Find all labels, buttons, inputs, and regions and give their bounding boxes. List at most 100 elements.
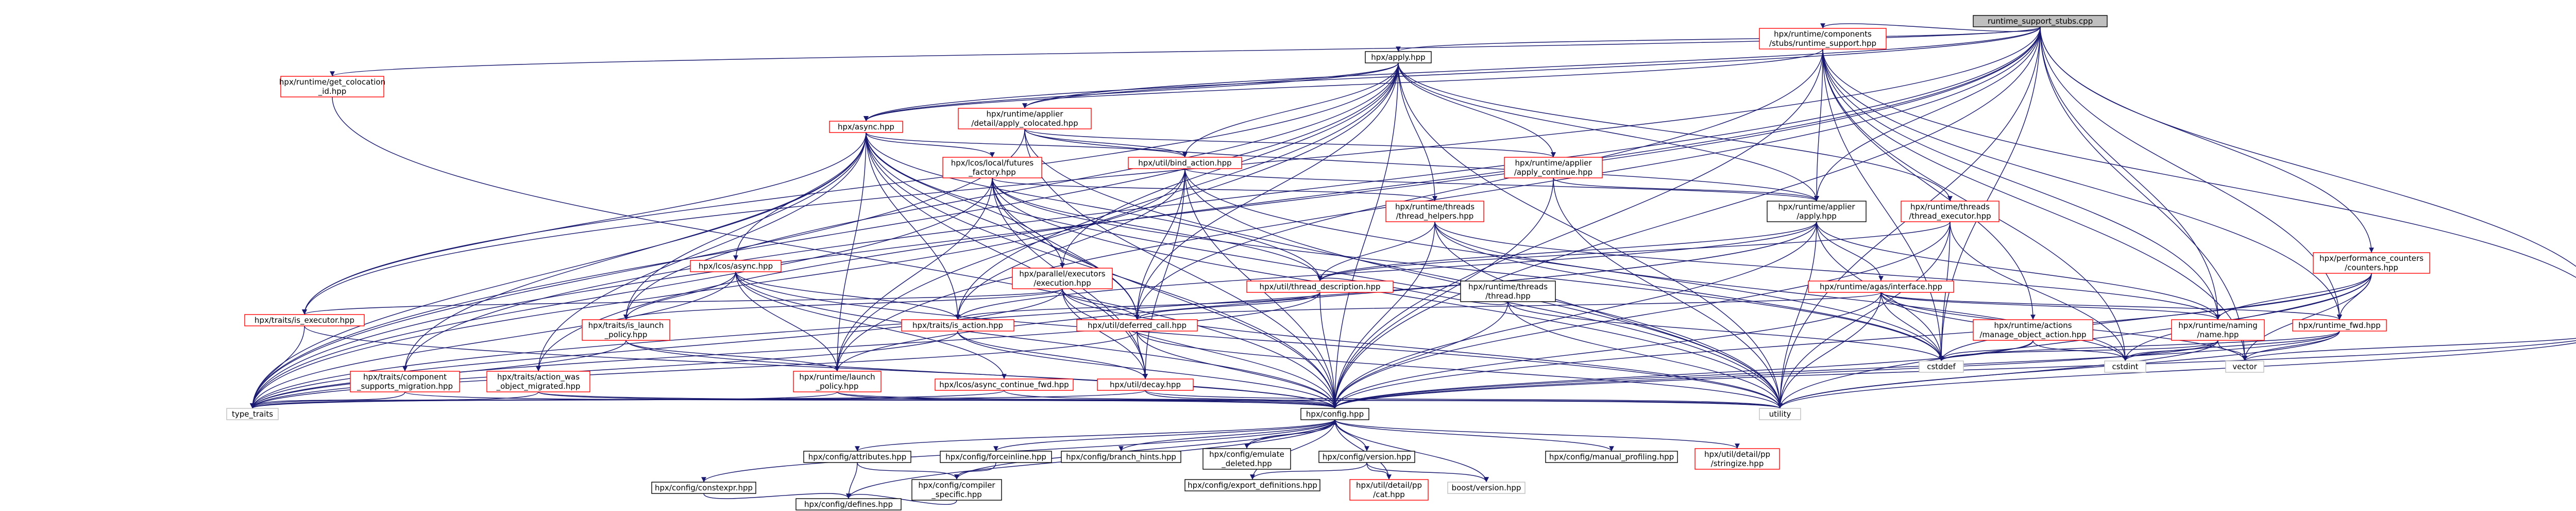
node-lcos-futures-factory[interactable]: hpx/lcos/local/futures_factory.hpp: [942, 157, 1042, 178]
edge-root-to-components-runtime-support: [1820, 23, 2041, 32]
edge-components-runtime-support-to-config: [1332, 48, 1823, 409]
node-performance-counters[interactable]: hpx/performance_counters/counters.hpp: [2313, 252, 2430, 274]
node-async-continue-fwd[interactable]: hpx/lcos/async_continue_fwd.hpp: [935, 378, 1074, 391]
edge-components-runtime-support-to-util-ini: [1822, 48, 2576, 278]
node-manage-object-action[interactable]: hpx/runtime/actions/manage_object_action…: [1973, 319, 2093, 341]
edge-runtime-launch-policy-to-config: [837, 391, 1337, 409]
edge-config-to-config-manual-profiling: [1334, 419, 1614, 452]
node-pp-stringize[interactable]: hpx/util/detail/pp/stringize.hpp: [1694, 448, 1780, 470]
node-label: hpx/apply.hpp: [1371, 53, 1425, 62]
node-config-attributes[interactable]: hpx/config/attributes.hpp: [803, 451, 911, 463]
edge-lcos-futures-factory-to-type-traits: [250, 177, 993, 409]
node-config-export-definitions[interactable]: hpx/config/export_definitions.hpp: [1184, 479, 1320, 491]
edge-thread-description-to-deferred-call: [1134, 292, 1320, 320]
edge-bind-action-to-deferred-call: [1134, 168, 1185, 320]
node-label: _object_migrated.hpp: [496, 382, 581, 391]
edge-config-to-config-branch-hints: [1118, 419, 1335, 452]
node-config-branch-hints[interactable]: hpx/config/branch_hints.hpp: [1061, 451, 1181, 463]
edge-thread-executor-to-thread-description: [1317, 221, 1951, 282]
node-config-emulate-deleted[interactable]: hpx/config/emulate_deleted.hpp: [1202, 448, 1291, 470]
node-label: _factory.hpp: [968, 168, 1016, 177]
node-pp-cat[interactable]: hpx/util/detail/pp/cat.hpp: [1349, 479, 1429, 501]
node-box: [1097, 378, 1194, 391]
edge-util-ini-to-config: [1332, 340, 2576, 409]
edge-components-runtime-support-to-runtime-fwd: [1822, 48, 2342, 320]
edge-config-to-pp-stringize: [1334, 419, 1740, 449]
node-is-executor[interactable]: hpx/traits/is_executor.hpp: [244, 314, 365, 326]
node-runtime-fwd[interactable]: hpx/runtime_fwd.hpp: [2292, 319, 2387, 332]
node-naming-name[interactable]: hpx/runtime/naming/name.hpp: [2171, 319, 2265, 341]
edge-config-to-config-attributes: [855, 419, 1335, 452]
node-lcos-async[interactable]: hpx/lcos/async.hpp: [690, 260, 782, 272]
node-label: hpx/runtime/applier: [1778, 202, 1855, 211]
node-label: utility: [1769, 409, 1791, 419]
node-config[interactable]: hpx/config.hpp: [1300, 408, 1369, 420]
node-is-action[interactable]: hpx/traits/is_action.hpp: [901, 319, 1014, 332]
edge-runtime-fwd-to-config: [1332, 331, 2340, 409]
node-get-colocation[interactable]: hpx/runtime/get_colocation_id.hpp: [279, 76, 385, 97]
edge-lcos-futures-factory-to-runtime-launch-policy: [835, 177, 993, 372]
node-applier-apply[interactable]: hpx/runtime/applier/apply.hpp: [1767, 201, 1867, 222]
edge-parallel-execution-to-deferred-call: [1062, 288, 1140, 320]
node-thread-executor[interactable]: hpx/runtime/threads/thread_executor.hpp: [1901, 201, 1999, 222]
node-threads-thread[interactable]: hpx/runtime/threads/thread.hpp: [1460, 281, 1556, 302]
node-label: hpx/runtime/threads: [1395, 202, 1475, 211]
node-util-decay[interactable]: hpx/util/decay.hpp: [1097, 378, 1194, 391]
edge-performance-counters-to-vector: [2242, 273, 2372, 361]
edge-component-supports-migration-to-type-traits: [250, 391, 405, 409]
edge-lcos-futures-factory-to-deferred-call: [992, 177, 1140, 320]
node-config-defines[interactable]: hpx/config/defines.hpp: [795, 498, 902, 510]
node-apply-continue[interactable]: hpx/runtime/applier/apply_continue.hpp: [1504, 157, 1603, 178]
node-is-launch-policy[interactable]: hpx/traits/is_launch_policy.hpp: [582, 319, 670, 341]
node-agas-interface[interactable]: hpx/runtime/agas/interface.hpp: [1808, 281, 1954, 293]
node-components-runtime-support[interactable]: hpx/runtime/components/stubs/runtime_sup…: [1759, 28, 1887, 50]
node-label: hpx/traits/is_action.hpp: [912, 321, 1003, 331]
node-config-constexpr[interactable]: hpx/config/constexpr.hpp: [651, 482, 756, 494]
node-config-forceinline[interactable]: hpx/config/forceinline.hpp: [940, 451, 1052, 463]
node-config-compiler-specific[interactable]: hpx/config/compiler_specific.hpp: [911, 479, 1002, 501]
node-label: hpx/runtime/components: [1774, 29, 1872, 39]
node-label: hpx/util/deferred_call.hpp: [1088, 321, 1187, 331]
edge-root-to-config: [1332, 26, 2041, 409]
node-label: /apply_continue.hpp: [1514, 168, 1592, 177]
node-label: _policy.hpp: [816, 382, 859, 391]
node-box: [1808, 281, 1954, 293]
edge-apply-to-async: [863, 62, 1399, 122]
node-apply-colocated[interactable]: hpx/runtime/applier/detail/apply_colocat…: [958, 108, 1092, 129]
node-box: [1128, 157, 1242, 169]
edge-agas-interface-to-utility: [1777, 292, 1882, 409]
node-label: _policy.hpp: [604, 330, 648, 340]
edge-root-to-async: [863, 26, 2041, 122]
node-config-manual-profiling[interactable]: hpx/config/manual_profiling.hpp: [1545, 451, 1678, 463]
edge-thread-helpers-to-naming-name: [1434, 221, 2221, 320]
edge-lcos-async-to-utility: [735, 271, 1783, 409]
node-label: cstdint: [2112, 362, 2138, 371]
node-label: hpx/runtime_fwd.hpp: [2298, 321, 2381, 331]
edge-async-to-is-launch-policy: [623, 132, 867, 320]
node-bind-action[interactable]: hpx/util/bind_action.hpp: [1128, 157, 1242, 169]
node-thread-description[interactable]: hpx/util/thread_description.hpp: [1246, 281, 1394, 293]
edge-async-continue-fwd-to-config: [1004, 390, 1337, 409]
node-box: [1076, 319, 1198, 332]
node-apply[interactable]: hpx/apply.hpp: [1365, 51, 1432, 63]
node-config-version[interactable]: hpx/config/version.hpp: [1318, 451, 1415, 463]
node-deferred-call[interactable]: hpx/util/deferred_call.hpp: [1076, 319, 1198, 332]
edge-config-to-pp-cat: [1334, 419, 1392, 480]
node-box: [2171, 319, 2265, 341]
node-parallel-execution[interactable]: hpx/parallel/executors/execution.hpp: [1012, 268, 1113, 289]
edge-apply-colocated-to-apply-continue: [1024, 128, 1556, 158]
node-component-supports-migration[interactable]: hpx/traits/component_supports_migration.…: [350, 371, 460, 392]
edge-async-to-util-decay: [866, 132, 1148, 380]
node-thread-helpers[interactable]: hpx/runtime/threads/thread_helpers.hpp: [1385, 201, 1484, 222]
node-label: hpx/traits/is_executor.hpp: [255, 316, 354, 325]
edge-apply-to-utility: [1398, 62, 1783, 409]
node-async[interactable]: hpx/async.hpp: [829, 121, 903, 133]
node-action-was-object-migrated[interactable]: hpx/traits/action_was_object_migrated.hp…: [486, 371, 590, 392]
edge-thread-description-to-type-traits: [250, 292, 1320, 409]
edge-config-version-to-config-export-definitions: [1250, 462, 1367, 480]
node-cstddef: cstddef: [1919, 360, 1964, 373]
node-box: [1318, 451, 1415, 463]
node-box: [582, 319, 670, 341]
node-box: [1365, 51, 1432, 63]
node-runtime-launch-policy[interactable]: hpx/runtime/launch_policy.hpp: [793, 371, 882, 392]
